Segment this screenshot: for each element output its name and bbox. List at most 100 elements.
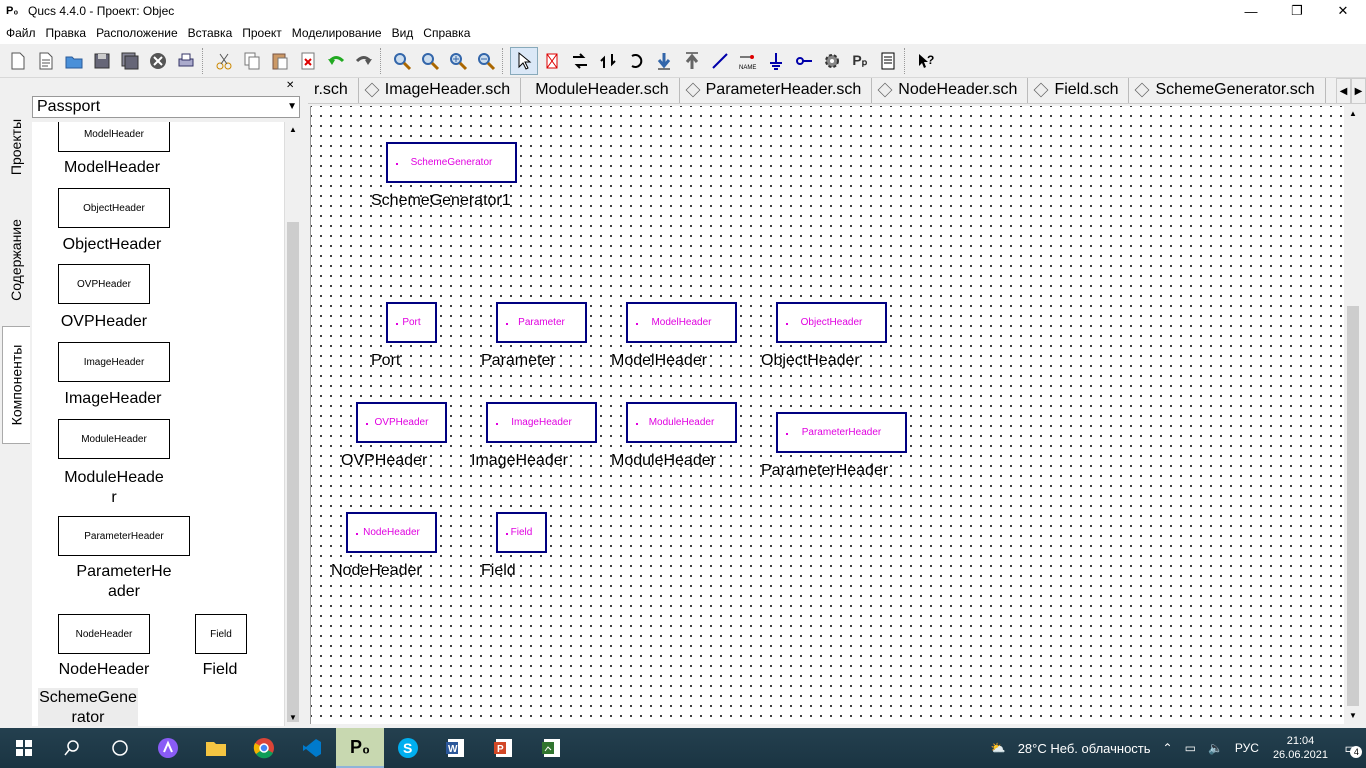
project-icon[interactable] <box>528 728 576 768</box>
canvas-horizontal-scrollbar[interactable] <box>310 724 1344 728</box>
zoom-fit-icon[interactable] <box>388 47 416 75</box>
wire-label-icon[interactable]: NAME <box>734 47 762 75</box>
menu-help[interactable]: Справка <box>423 26 471 40</box>
save-icon[interactable] <box>88 47 116 75</box>
pop-out-icon[interactable] <box>678 47 706 75</box>
ground-icon[interactable] <box>762 47 790 75</box>
menu-file[interactable]: Файл <box>6 26 36 40</box>
file-explorer-icon[interactable] <box>192 728 240 768</box>
copy-icon[interactable] <box>238 47 266 75</box>
zoom-1to1-icon[interactable] <box>416 47 444 75</box>
tab-nodeheader[interactable]: NodeHeader.sch <box>872 78 1029 103</box>
redo-icon[interactable] <box>350 47 378 75</box>
delete-icon[interactable] <box>294 47 322 75</box>
mirror-y-icon[interactable] <box>594 47 622 75</box>
vscode-icon[interactable] <box>288 728 336 768</box>
tab-parameterheader[interactable]: ParameterHeader.sch <box>680 78 873 103</box>
component-label: ParameterHe ader <box>76 563 172 600</box>
tab-field[interactable]: Field.sch <box>1028 78 1130 103</box>
component-item[interactable]: ImageHeader ImageHeader <box>32 340 192 410</box>
weather-text[interactable]: 28°C Неб. облачность <box>1017 740 1151 756</box>
mirror-icon[interactable] <box>566 47 594 75</box>
tab-contents-label: Содержание <box>8 219 25 301</box>
undo-icon[interactable] <box>322 47 350 75</box>
component-item[interactable]: SchemeGene rator <box>38 688 138 726</box>
new-text-icon[interactable] <box>32 47 60 75</box>
qucs-taskbar-icon[interactable]: P₀ <box>336 728 384 768</box>
scroll-up-icon[interactable]: ▲ <box>289 125 297 134</box>
word-icon[interactable]: W <box>432 728 480 768</box>
close-file-icon[interactable] <box>144 47 172 75</box>
weather-icon[interactable]: ⛅ <box>990 741 1006 755</box>
network-icon[interactable]: ▭ <box>1184 741 1196 755</box>
task-view-icon[interactable] <box>96 728 144 768</box>
tab-moduleheader[interactable]: ModuleHeader.sch <box>521 78 680 103</box>
tab-components[interactable]: Компоненты <box>2 326 30 444</box>
view-data-icon[interactable]: Pₚ <box>852 52 868 68</box>
tab-contents[interactable]: Содержание <box>2 204 30 316</box>
go-into-icon[interactable] <box>650 47 678 75</box>
scroll-up-icon[interactable]: ▲ <box>1349 109 1357 118</box>
scroll-thumb[interactable] <box>287 222 299 722</box>
library-combo[interactable]: Passport ▼ <box>32 96 300 118</box>
maximize-button[interactable]: ❐ <box>1291 3 1303 18</box>
data-display-icon[interactable] <box>874 47 902 75</box>
language-indicator[interactable]: РУС <box>1234 741 1259 755</box>
tab-scroll-right-icon[interactable]: ▶ <box>1351 78 1366 104</box>
port-icon[interactable] <box>790 47 818 75</box>
component-item[interactable]: NodeHeader NodeHeader <box>32 612 182 682</box>
component-item[interactable]: ModuleHeader ModuleHeade r <box>32 417 192 507</box>
component-item[interactable]: ParameterHeader ParameterHe ader <box>32 514 202 604</box>
chrome-icon[interactable] <box>240 728 288 768</box>
scroll-thumb[interactable] <box>1347 306 1359 706</box>
close-button[interactable]: ✕ <box>1337 3 1349 18</box>
menu-insert[interactable]: Вставка <box>187 26 233 40</box>
menu-simulation[interactable]: Моделирование <box>291 26 382 40</box>
tab-projects[interactable]: Проекты <box>2 104 30 190</box>
skype-icon[interactable]: S <box>384 728 432 768</box>
tab-partial[interactable]: r.sch <box>308 78 359 103</box>
search-icon[interactable] <box>48 728 96 768</box>
notification-center-icon[interactable]: ▭4 <box>1336 728 1366 768</box>
symbol-box-label: SchemeGenerator <box>410 157 493 168</box>
paste-icon[interactable] <box>266 47 294 75</box>
dock-close-icon[interactable]: ✕ <box>286 80 295 91</box>
canvas-vertical-scrollbar[interactable]: ▲ ▼ <box>1344 106 1362 724</box>
menu-edit[interactable]: Правка <box>45 26 87 40</box>
zoom-in-icon[interactable] <box>444 47 472 75</box>
menu-positioning[interactable]: Расположение <box>96 26 178 40</box>
menu-project[interactable]: Проект <box>242 26 282 40</box>
minimize-button[interactable]: — <box>1244 3 1258 19</box>
windows-start-icon[interactable] <box>0 728 48 768</box>
clock[interactable]: 21:04 26.06.2021 <box>1273 734 1328 762</box>
scroll-down-icon[interactable]: ▼ <box>289 713 297 722</box>
deactivate-icon[interactable] <box>538 47 566 75</box>
tab-scroll-left-icon[interactable]: ◀ <box>1336 78 1351 104</box>
zoom-out-icon[interactable] <box>472 47 500 75</box>
open-folder-icon[interactable] <box>60 47 88 75</box>
save-all-icon[interactable] <box>116 47 144 75</box>
component-item[interactable]: ModelHeader ModelHeader <box>32 122 192 182</box>
schematic-canvas[interactable]: SchemeGenerator SchemeGenerator1 Port Po… <box>310 106 1344 724</box>
alice-assistant-icon[interactable] <box>144 728 192 768</box>
print-icon[interactable] <box>172 47 200 75</box>
component-list-scrollbar[interactable]: ▲ ▼ <box>284 122 300 726</box>
tab-schemegenerator[interactable]: SchemeGenerator.sch <box>1129 78 1326 103</box>
wire-icon[interactable] <box>706 47 734 75</box>
component-item[interactable]: OVPHeader OVPHeader <box>32 262 182 332</box>
component-item[interactable]: Field Field <box>182 612 262 682</box>
volume-icon[interactable]: 🔈 <box>1207 741 1223 755</box>
scroll-down-icon[interactable]: ▼ <box>1349 711 1357 720</box>
new-file-icon[interactable] <box>4 47 32 75</box>
whats-this-icon[interactable]: ? <box>912 47 940 75</box>
cut-icon[interactable] <box>210 47 238 75</box>
rotate-icon[interactable] <box>622 47 650 75</box>
select-arrow-icon[interactable] <box>510 46 538 75</box>
simulate-gear-icon[interactable] <box>818 47 846 75</box>
component-item[interactable]: ObjectHeader ObjectHeader <box>32 186 192 256</box>
chevron-up-icon[interactable]: ⌃ <box>1162 741 1173 755</box>
symbol-box-label: Port <box>402 317 421 328</box>
menu-view[interactable]: Вид <box>391 26 414 40</box>
powerpoint-icon[interactable]: P <box>480 728 528 768</box>
tab-imageheader[interactable]: ImageHeader.sch <box>359 78 522 103</box>
